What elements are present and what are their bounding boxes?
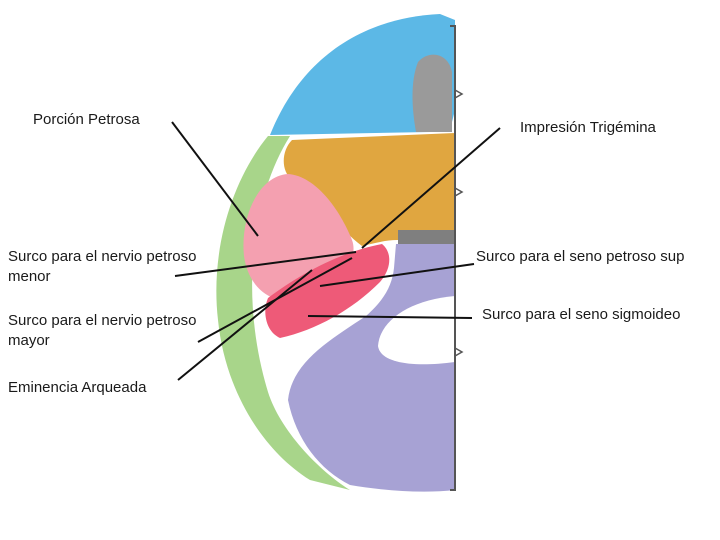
leader-surco-seno-sigmoideo bbox=[307, 315, 473, 319]
petrous-region bbox=[265, 244, 390, 338]
label-surco-petroso-menor: Surco para el nervio petroso menor bbox=[8, 248, 197, 285]
leader-lines bbox=[171, 121, 501, 381]
midline-bracket bbox=[450, 25, 456, 491]
ethmoid-region bbox=[412, 54, 452, 132]
leader-eminencia-arqueada bbox=[177, 269, 313, 381]
foramen-magnum bbox=[378, 296, 455, 365]
bracket-notch-1 bbox=[454, 89, 464, 99]
label-porcion-petrosa: Porción Petrosa bbox=[33, 111, 140, 128]
sphenoid-region bbox=[283, 133, 455, 246]
leader-surco-petroso-menor bbox=[174, 251, 357, 277]
leader-impresion-trigemina bbox=[361, 127, 501, 249]
bracket-notch-3 bbox=[454, 347, 464, 357]
clinoid-region bbox=[398, 230, 455, 246]
leader-porcion-petrosa bbox=[171, 121, 259, 237]
label-surco-seno-sigmoideo: Surco para el seno sigmoideo bbox=[482, 306, 681, 323]
label-surco-petroso-mayor: Surco para el nervio petroso mayor bbox=[8, 312, 197, 349]
bracket-notch-2 bbox=[454, 187, 464, 197]
label-surco-seno-petroso-sup: Surco para el seno petroso sup bbox=[476, 248, 685, 265]
label-eminencia-arqueada: Eminencia Arqueada bbox=[8, 379, 147, 396]
label-impresion-trigemina: Impresión Trigémina bbox=[520, 119, 656, 136]
leader-surco-seno-petroso-sup bbox=[319, 263, 475, 287]
frontal-bone-region bbox=[270, 14, 455, 135]
